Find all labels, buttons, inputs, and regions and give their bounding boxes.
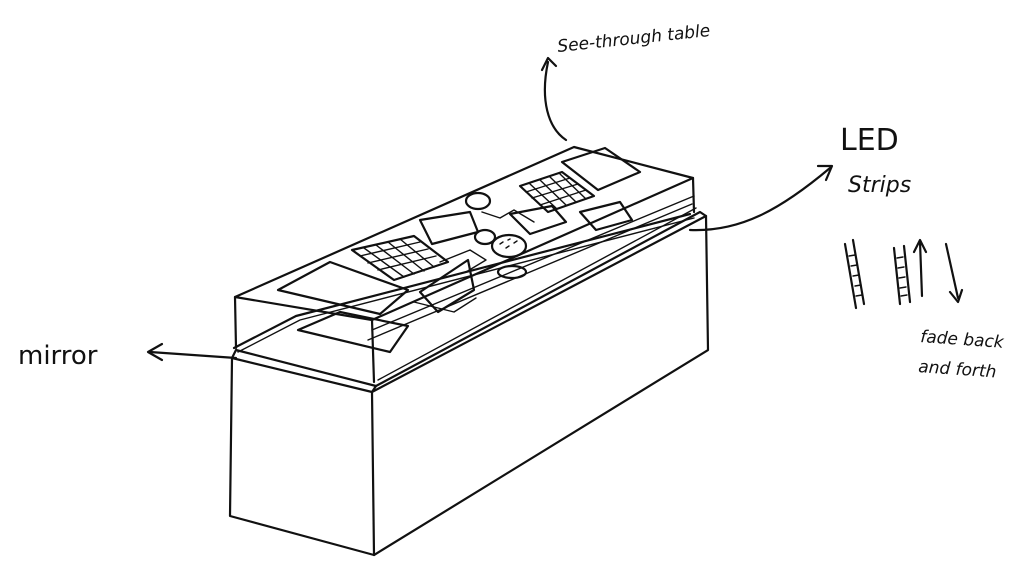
- round-object-4: [496, 264, 528, 280]
- label-strips: Strips: [848, 173, 911, 198]
- grid-panel-left: [350, 234, 450, 282]
- label-see-through-table: See-through table: [556, 21, 711, 57]
- cabinet-base: [228, 210, 710, 557]
- mirror-layer: [232, 207, 697, 381]
- glass-table: [233, 145, 696, 384]
- arrow-led: [688, 164, 834, 232]
- arrow-up-icon: [912, 238, 928, 298]
- arrow-down-icon: [944, 242, 964, 304]
- table-contents: [276, 146, 642, 354]
- round-object-2: [490, 233, 528, 259]
- led-strip-diagram: [843, 238, 964, 310]
- round-object-3: [473, 228, 497, 246]
- label-led: LED: [840, 123, 899, 158]
- arrow-see-through: [540, 56, 568, 142]
- label-fade-line1: fade back: [920, 327, 1006, 353]
- grid-panel-right: [518, 170, 596, 214]
- label-mirror: mirror: [18, 341, 98, 371]
- arrow-mirror: [146, 342, 238, 362]
- label-fade-line2: and forth: [918, 357, 997, 382]
- round-object-1: [464, 191, 492, 211]
